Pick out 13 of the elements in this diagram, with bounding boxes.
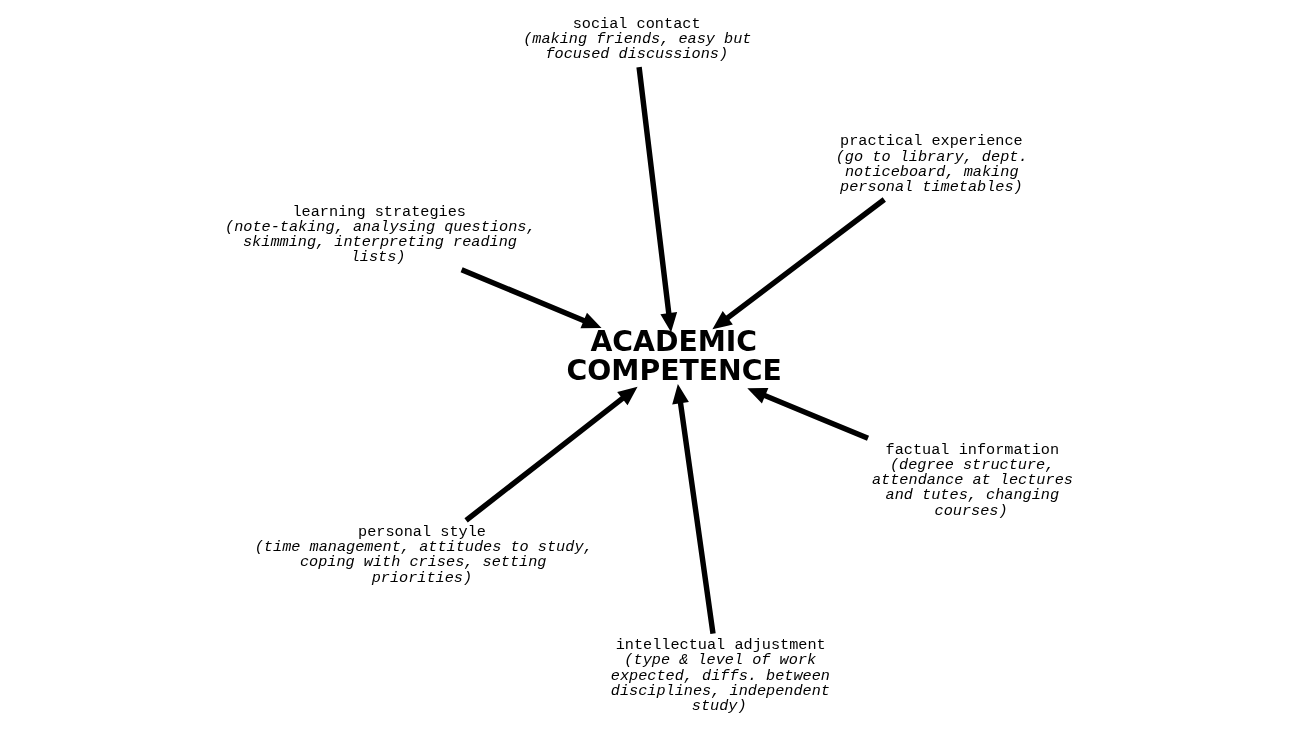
node-text: ACADEMIC COMPETENCE [566,325,782,387]
node-text: social contact (making friends, easy but focused discussions) [523,14,752,64]
node-text: personal style (time management, attitudes to study, coping with crises, setting priorities) [254,523,593,587]
arrow [460,267,602,329]
node-text: intellectual adjustment (type & level of work expected, diffs. between disciplines, independent study) [610,636,830,716]
arrow [636,66,678,333]
arrow [712,197,886,330]
arrow [464,386,638,523]
node-text: practical experience (go to library, dept. noticeboard, making personal timetables) [835,132,1028,197]
node-text: learning strategies (note-taking, analysing questions, skimming, interpreting reading lists) [225,202,536,267]
arrow [747,387,870,441]
arrow [672,384,716,634]
node-text: factual information (degree structure, attendance at lectures and tutes, changing courses) [871,440,1073,520]
